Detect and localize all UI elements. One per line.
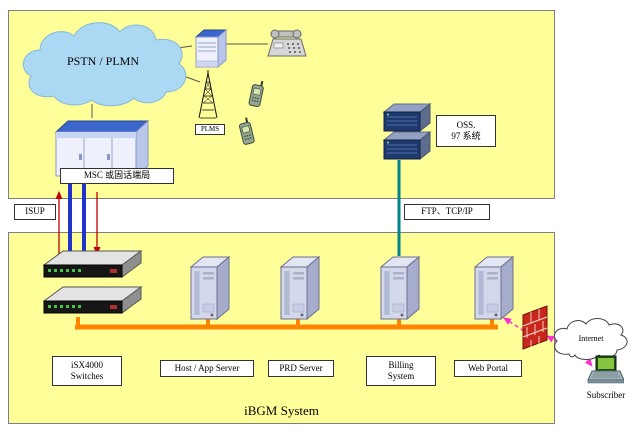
oss-label-line1: OSS. [456,119,476,130]
tower-label: PLMS [195,124,225,135]
rack-switch-icon [40,284,146,324]
oss-label-line2: 97 系统 [451,131,481,141]
switches-label-line2: Switches [70,371,104,381]
switches-label: iSX4000 Switches [52,356,122,386]
rack-switch-icon [40,248,146,288]
web-portal-label: Web Portal [454,360,522,377]
access-server-icon [192,27,228,69]
switches-label-line1: iSX4000 [70,359,103,370]
pstn-cloud-label: PSTN / PLMN [66,54,140,68]
subscriber-label: Subscriber [586,390,626,400]
oss-label: OSS. 97 系统 [436,115,496,147]
firewall-to-webportal-arrow [503,317,525,332]
tower-server-icon [472,254,516,322]
tower-server-icon [278,254,322,322]
mobile-phone-icon [245,79,266,110]
tower-server-icon [378,254,422,322]
desk-phone-icon [266,26,308,60]
billing-label-line1: Billing [388,359,414,370]
internet-label: Internet [578,334,604,343]
host-app-server-label: Host / App Server [160,360,254,377]
system-title: iBGM System [244,403,319,418]
msc-label: MSC 或固话端局 [60,168,174,184]
pstn-cloud-icon [16,16,192,112]
firewall-icon [518,302,552,352]
oss-server-icon [380,130,432,161]
prd-server-label: PRD Server [268,360,334,377]
internet-to-firewall-arrow [546,335,559,343]
billing-system-label: Billing System [366,356,436,386]
oss-server-icon [380,102,432,133]
antenna-tower-icon [192,70,224,128]
isup-label: ISUP [14,204,56,220]
internet-cloud-icon [548,316,632,366]
mobile-phone-icon [235,116,257,147]
ftp-label: FTP、TCP/IP [404,204,490,220]
billing-label-line2: System [387,371,415,381]
tower-server-icon [188,254,232,322]
laptop-icon [586,354,625,388]
